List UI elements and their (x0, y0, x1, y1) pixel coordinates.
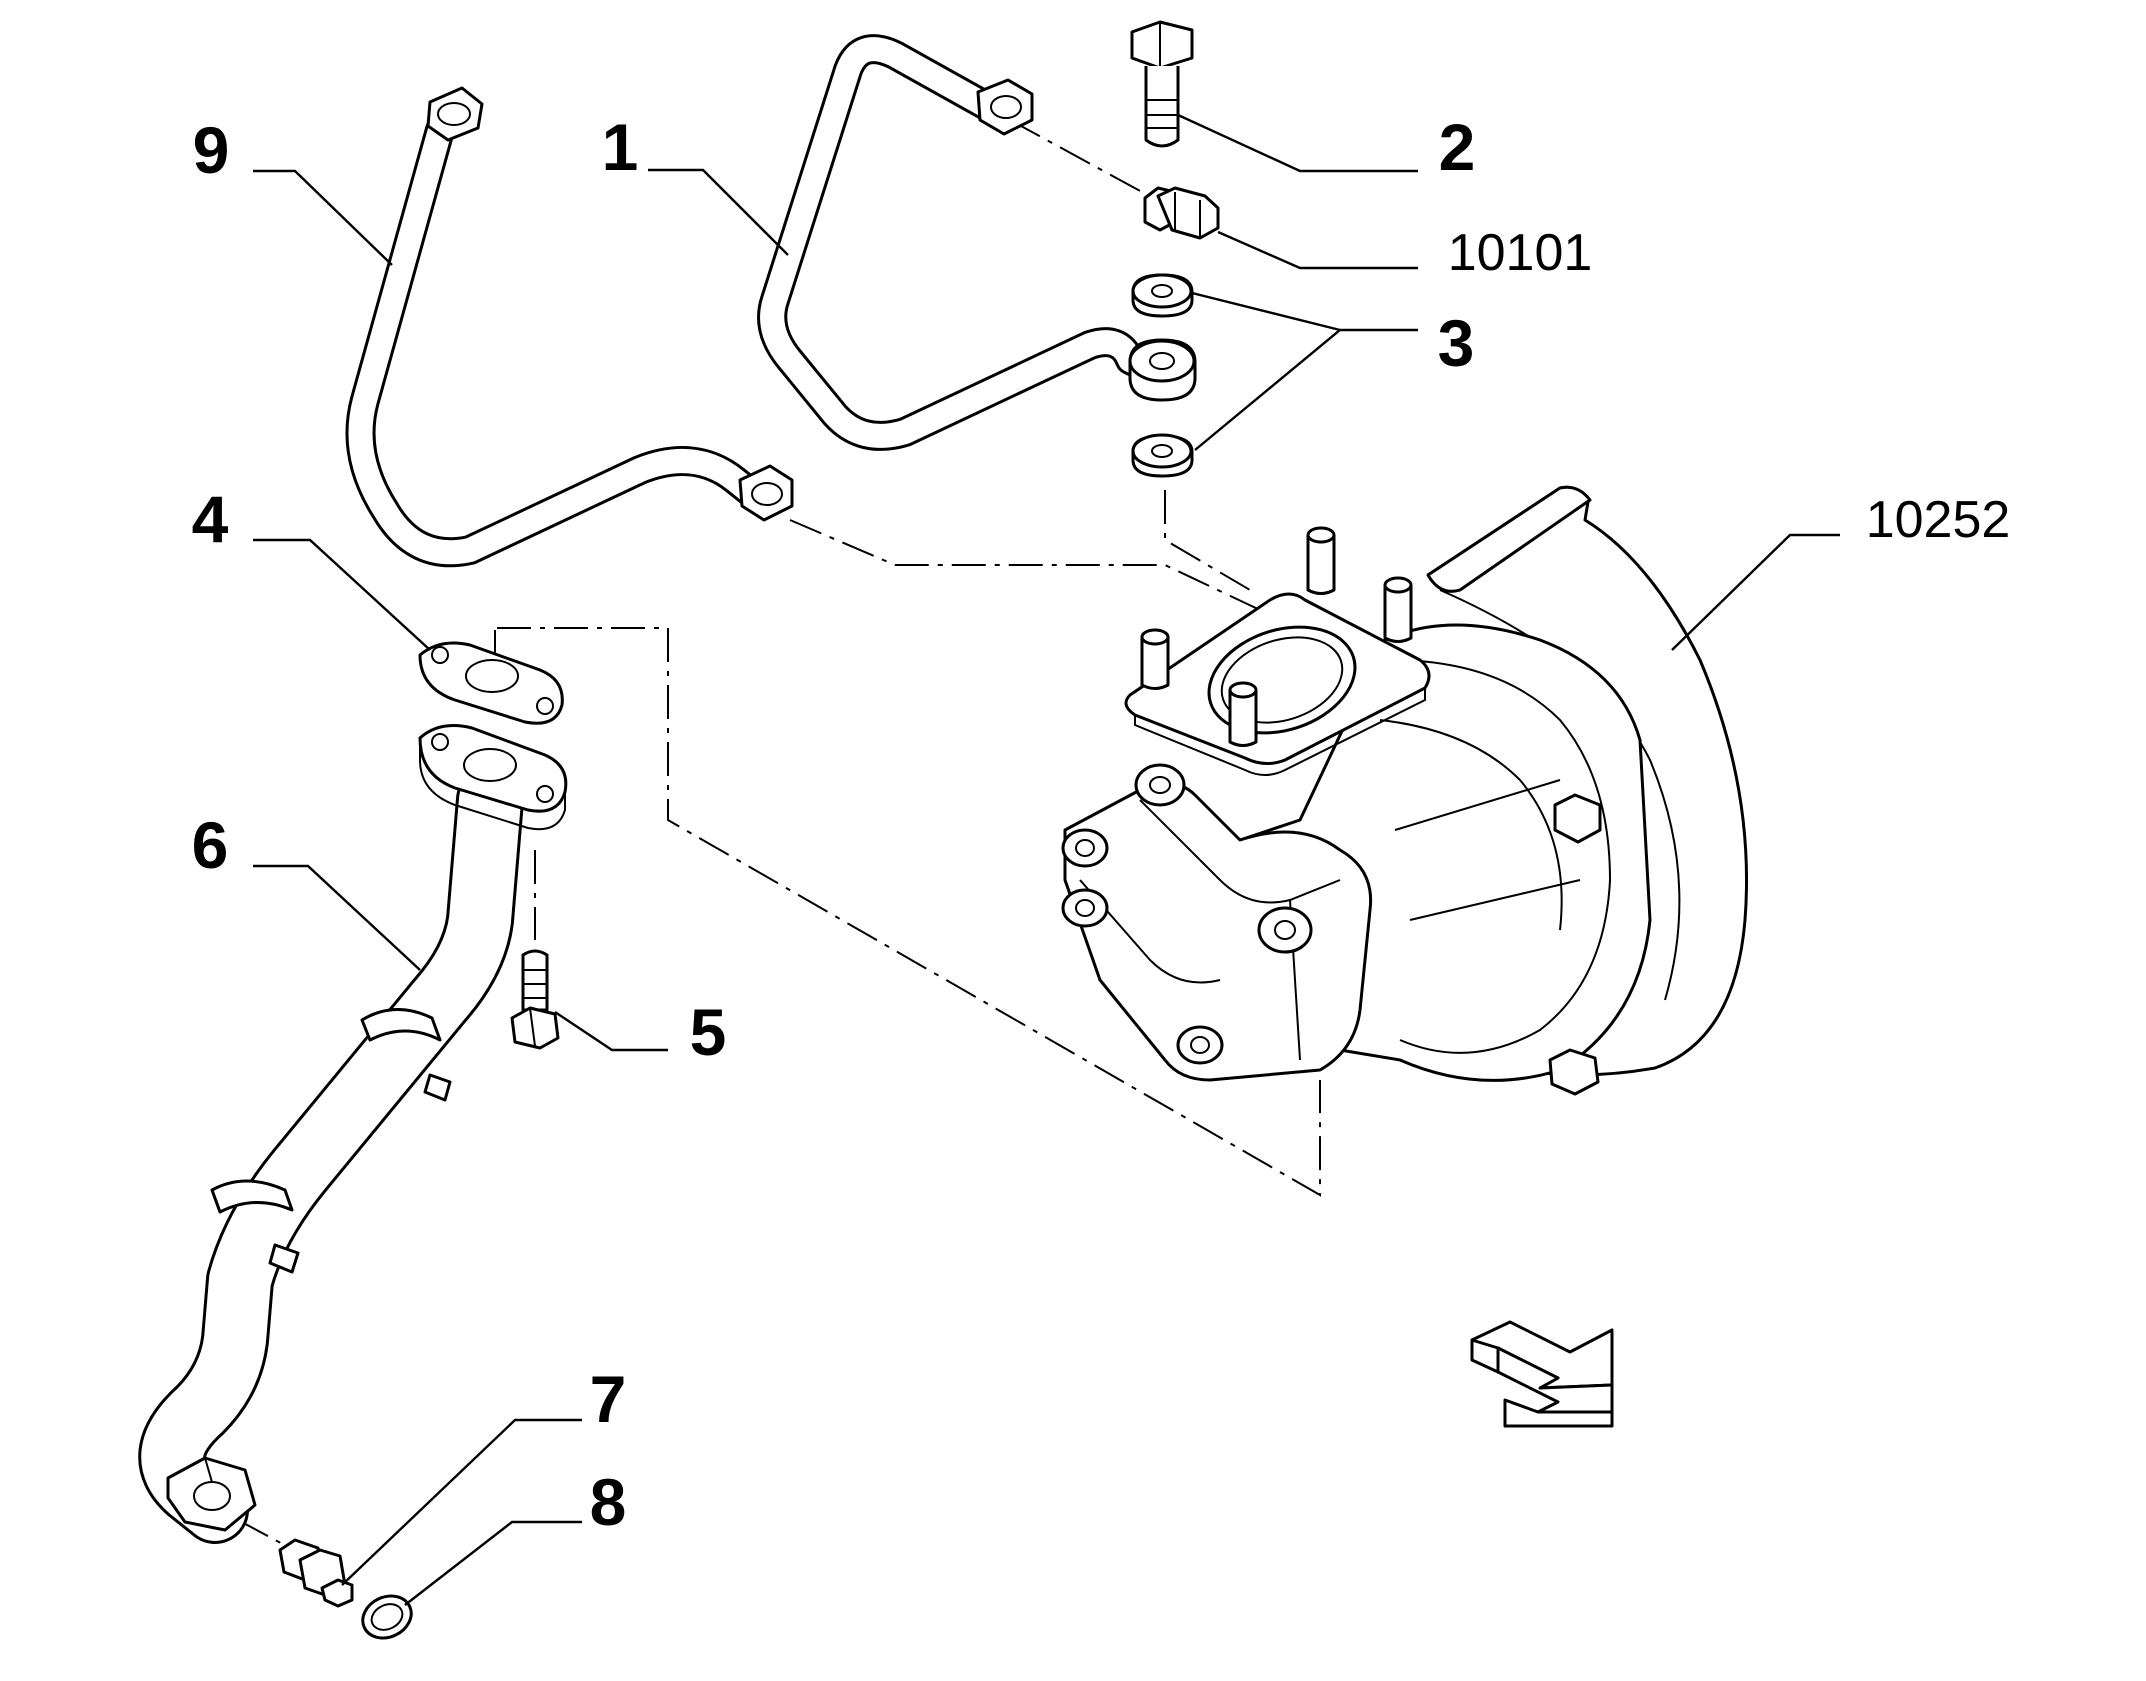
assembly-centerlines (237, 119, 1321, 1549)
oil-return-pipe-6 (138, 724, 568, 1544)
label-3: 3 (1438, 306, 1475, 380)
pipe-9-top-nut (426, 86, 484, 142)
hose-clamp-upper (360, 1008, 452, 1102)
label-5: 5 (690, 995, 727, 1069)
washer-bottom (1131, 433, 1194, 478)
oil-pipe-9 (345, 86, 794, 568)
fitting-7 (278, 1538, 354, 1608)
label-7: 7 (590, 1362, 627, 1436)
label-8: 8 (590, 1465, 627, 1539)
hose-clamp-lower (210, 1179, 300, 1274)
label-2: 2 (1439, 110, 1476, 184)
pipe-9-bottom-nut (738, 464, 794, 522)
flange-studs (1140, 526, 1413, 747)
housing-bosses (1061, 763, 1313, 1065)
turbocharger-10252 (1061, 485, 1749, 1096)
callout-labels: 9 1 2 10101 3 10252 4 6 5 7 8 (192, 110, 2011, 1539)
label-9: 9 (193, 113, 230, 187)
banjo-bolt-2 (1130, 20, 1194, 148)
pipe-6-end-nut (166, 1456, 257, 1532)
label-10101: 10101 (1448, 224, 1593, 282)
label-1: 1 (602, 110, 639, 184)
washer-top (1131, 273, 1194, 318)
pipe-1-top-nut (976, 78, 1034, 136)
bolt-5 (510, 949, 560, 1050)
oil-pipe-1 (757, 34, 1165, 451)
seal-ring-8 (361, 1594, 413, 1640)
label-6: 6 (192, 808, 229, 882)
washers-3 (1128, 273, 1197, 478)
label-10252: 10252 (1866, 491, 2011, 549)
label-4: 4 (192, 482, 229, 556)
gasket-4 (418, 641, 564, 725)
fitting-10101 (1143, 186, 1220, 240)
washer-middle (1128, 338, 1197, 402)
direction-arrow-icon (1470, 1320, 1614, 1428)
leader-lines (253, 113, 1840, 1606)
pipe-6-flange (418, 724, 568, 831)
